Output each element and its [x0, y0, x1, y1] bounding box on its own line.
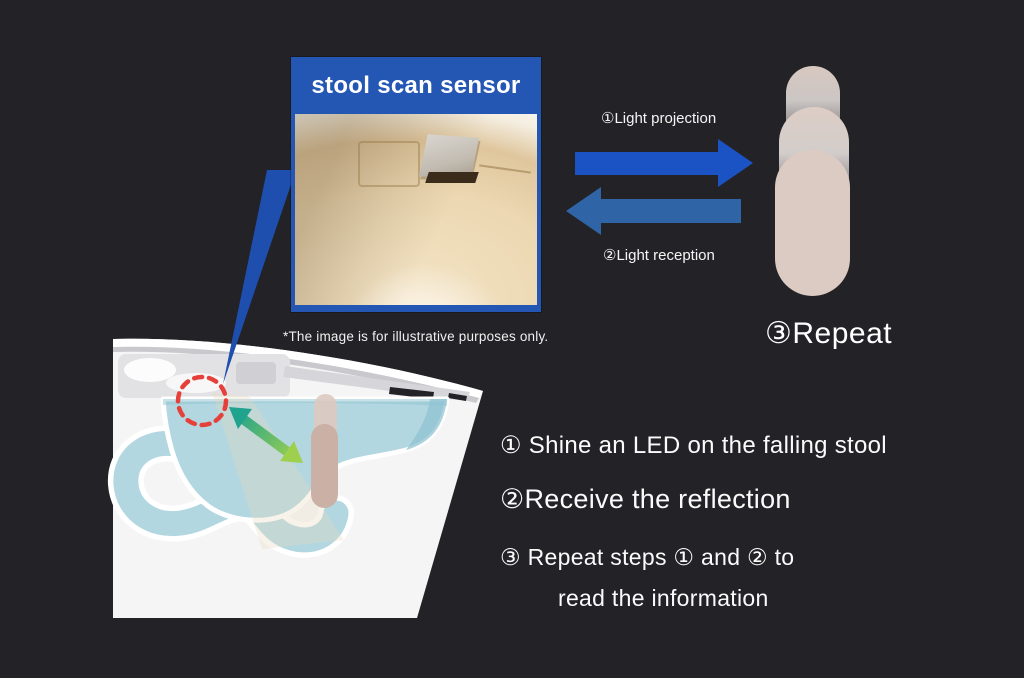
stool-pill [775, 150, 850, 296]
callout-pointer-wedge [223, 170, 296, 384]
repeat-label: ③Repeat [765, 317, 893, 350]
disclaimer-note: *The image is for illustrative purposes … [283, 329, 549, 344]
light-reception-label: ②Light reception [603, 247, 715, 264]
sensor-flap-shadow [425, 172, 479, 183]
light-reception-arrow-icon [566, 187, 741, 235]
sensor-recess-panel [358, 141, 420, 187]
sensor-box-title: stool scan sensor [311, 71, 521, 99]
instruction-line-2: ②Receive the reflection [500, 484, 791, 514]
sensor-highlight-circle-icon [175, 374, 229, 428]
instruction-line-4: read the information [558, 585, 769, 611]
light-projection-arrow-icon [575, 139, 753, 187]
instruction-line-3: ③ Repeat steps ① and ② to [500, 544, 795, 570]
led-reflection-arrow-icon [229, 407, 303, 463]
sensor-callout-box: stool scan sensor [291, 57, 541, 312]
led-beam-cone [212, 392, 344, 549]
water-trap [113, 430, 349, 553]
toilet-cross-section-illustration [107, 338, 483, 618]
light-projection-label: ①Light projection [601, 110, 717, 127]
sensor-photo [295, 114, 537, 305]
falling-stool-in-bowl [311, 394, 338, 508]
instruction-line-1: ① Shine an LED on the falling stool [500, 432, 887, 459]
